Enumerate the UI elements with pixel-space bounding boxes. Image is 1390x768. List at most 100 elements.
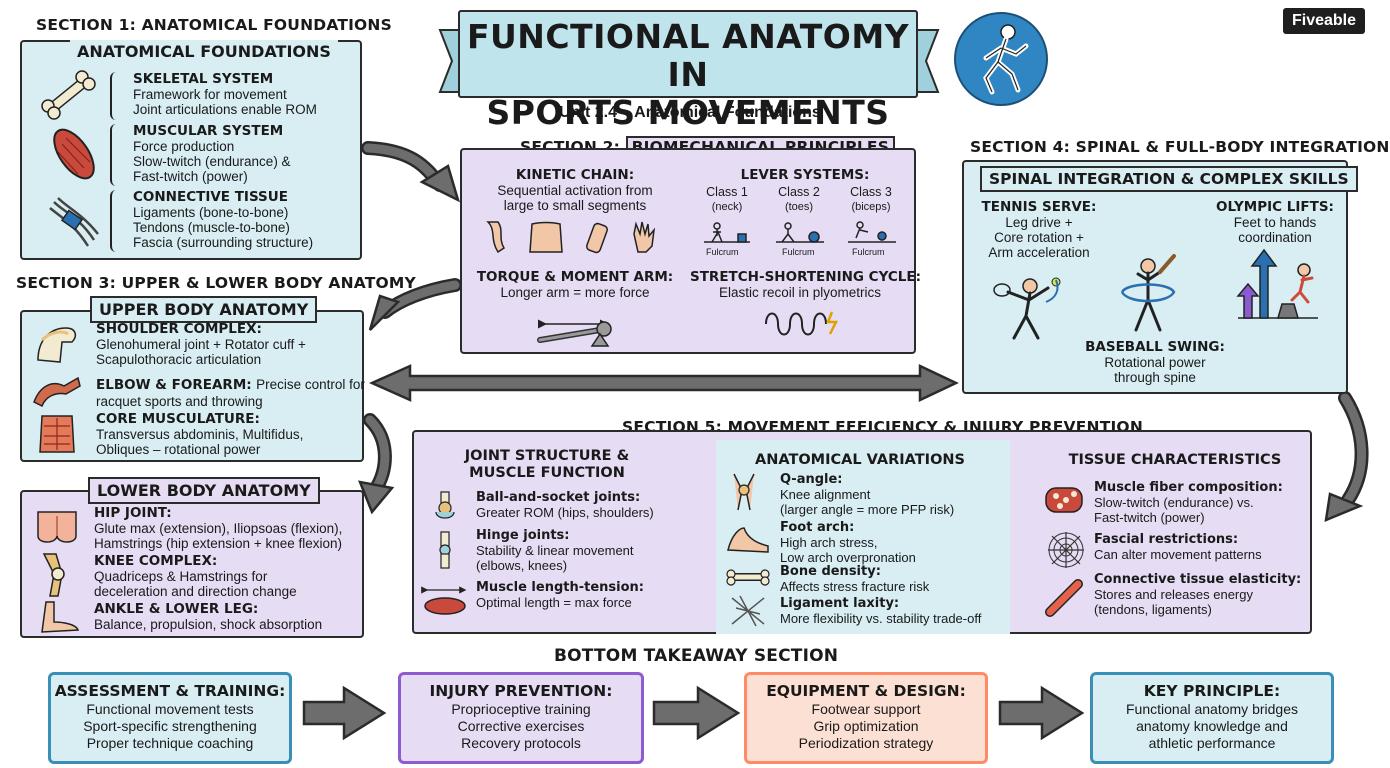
baseball-batter-icon bbox=[1120, 254, 1176, 332]
item-line: Scapulothoracic articulation bbox=[96, 352, 262, 367]
fiveable-logo: Fiveable bbox=[1283, 8, 1365, 34]
section-3-heading: SECTION 3: UPPER & LOWER BODY ANATOMY bbox=[16, 274, 416, 292]
brace-1 bbox=[110, 72, 120, 120]
box-line: athletic performance bbox=[1148, 735, 1276, 751]
item-title: Muscle fiber composition: bbox=[1094, 480, 1283, 495]
item-title: ELBOW & FOREARM: bbox=[96, 377, 252, 393]
assessment-training-box: ASSESSMENT & TRAINING: Functional moveme… bbox=[48, 672, 292, 764]
foot-arch-item: Foot arch: High arch stress, Low arch ov… bbox=[780, 520, 916, 565]
tissue-characteristics-heading: TISSUE CHARACTERISTICS bbox=[1050, 452, 1300, 469]
item-line: Quadriceps & Hamstrings for bbox=[94, 569, 268, 584]
box-line: Footwear support bbox=[811, 701, 921, 717]
brand-label: Fiveable bbox=[1291, 12, 1357, 29]
item-title: Connective tissue elasticity: bbox=[1094, 572, 1302, 587]
item-line: Leg drive + bbox=[1005, 215, 1073, 230]
item-line: Glenohumeral joint + Rotator cuff + bbox=[96, 337, 306, 352]
ankle-lower-leg-item: ANKLE & LOWER LEG: Balance, propulsion, … bbox=[94, 602, 323, 633]
item-line: Glute max (extension), Iliopsoas (flexio… bbox=[94, 521, 343, 536]
item-line: (tendons, ligaments) bbox=[1094, 602, 1212, 617]
box-line: Functional movement tests bbox=[86, 701, 254, 717]
muscle-fiber-item: Muscle fiber composition: Slow-twitch (e… bbox=[1094, 480, 1283, 525]
equipment-design-box: EQUIPMENT & DESIGN: Footwear support Gri… bbox=[744, 672, 988, 764]
box-line: Functional anatomy bridges bbox=[1126, 701, 1298, 717]
item-line: Slow-twitch (endurance) vs. bbox=[1094, 495, 1254, 510]
skeletal-system-item: SKELETAL SYSTEM Framework for movement J… bbox=[133, 71, 317, 118]
torque-item: TORQUE & MOMENT ARM: Longer arm = more f… bbox=[470, 269, 680, 301]
fiber-icon bbox=[1045, 487, 1083, 513]
lower-body-tag: LOWER BODY ANATOMY bbox=[88, 477, 320, 504]
box-line: Grip optimization bbox=[813, 718, 919, 734]
item-line: through spine bbox=[1114, 370, 1196, 385]
item-title: SKELETAL SYSTEM bbox=[133, 71, 274, 87]
item-title: Q-angle: bbox=[780, 472, 843, 487]
ligament-icon bbox=[731, 595, 765, 627]
fascia-icon bbox=[1048, 532, 1084, 568]
box-line: Corrective exercises bbox=[457, 718, 585, 734]
subtitle: Unit 2.4 – Anatomical Foundations bbox=[559, 104, 821, 121]
elbow-forearm-item: ELBOW & FOREARM: Precise control for rac… bbox=[96, 376, 365, 409]
tennis-player-icon bbox=[993, 277, 1061, 340]
item-line: Balance, propulsion, shock absorption bbox=[94, 617, 323, 632]
item-line: Rotational power bbox=[1104, 355, 1206, 370]
item-line: Joint articulations enable ROM bbox=[133, 102, 317, 117]
ball-socket-icon bbox=[435, 491, 455, 519]
item-inline: Precise control for bbox=[256, 377, 365, 392]
item-line: Fascia (surrounding structure) bbox=[133, 235, 314, 250]
title-line-2: SPORTS MOVEMENTS bbox=[486, 93, 890, 132]
section-4-tag: SPINAL INTEGRATION & COMPLEX SKILLS bbox=[980, 166, 1358, 192]
item-title: LEVER SYSTEMS: bbox=[740, 167, 870, 183]
item-title: Fascial restrictions: bbox=[1094, 532, 1239, 547]
injury-prevention-box: INJURY PREVENTION: Proprioceptive traini… bbox=[398, 672, 644, 764]
item-line: Stores and releases energy bbox=[1094, 587, 1253, 602]
fulcrum-label-3: Fulcrum bbox=[852, 247, 885, 257]
ssc-item: STRETCH-SHORTENING CYCLE: Elastic recoil… bbox=[690, 270, 921, 301]
item-line: coordination bbox=[1238, 230, 1312, 245]
anatomical-variations-heading: ANATOMICAL VARIATIONS bbox=[740, 452, 980, 469]
fulcrum-label-2: Fulcrum bbox=[782, 247, 815, 257]
item-line: More flexibility vs. stability trade-off bbox=[780, 611, 982, 626]
item-title: HIP JOINT: bbox=[94, 505, 172, 521]
muscular-system-item: MUSCULAR SYSTEM Force production Slow-tw… bbox=[133, 124, 291, 185]
shoulder-icon bbox=[37, 327, 77, 363]
item-line: Longer arm = more force bbox=[500, 285, 650, 300]
box-line: Sport-specific strengthening bbox=[83, 718, 257, 734]
hinge-joint-icon bbox=[439, 531, 451, 569]
brace-2 bbox=[110, 124, 120, 186]
q-angle-icon bbox=[733, 473, 755, 511]
bone-icon bbox=[41, 70, 96, 120]
item-title: SHOULDER COMPLEX: bbox=[96, 321, 262, 337]
tendon-icon bbox=[1045, 579, 1083, 617]
item-line: Elastic recoil in plyometrics bbox=[718, 285, 882, 300]
kinetic-chain-icon bbox=[486, 221, 656, 254]
lower-body-panel bbox=[20, 490, 364, 638]
item-title: Hinge joints: bbox=[476, 528, 570, 543]
item-line: racquet sports and throwing bbox=[96, 394, 263, 409]
item-line: Transversus abdominis, Multifidus, bbox=[96, 427, 304, 442]
hip-icon bbox=[37, 511, 77, 543]
box-line: Proper technique coaching bbox=[86, 735, 254, 751]
wrench-icon bbox=[537, 319, 612, 347]
tennis-serve-item: TENNIS SERVE: Leg drive + Core rotation … bbox=[972, 200, 1106, 261]
item-line: Fast-twitch (power) bbox=[1094, 510, 1205, 525]
item-line: Greater ROM (hips, shoulders) bbox=[476, 505, 654, 520]
item-title: TORQUE & MOMENT ARM: bbox=[476, 269, 674, 285]
foot-icon bbox=[41, 601, 80, 633]
box-title: INJURY PREVENTION: bbox=[429, 682, 613, 700]
item-line: High arch stress, bbox=[780, 535, 878, 550]
item-title: KINETIC CHAIN: bbox=[515, 167, 635, 183]
item-title: Bone density: bbox=[780, 564, 881, 579]
lever-class-name: Class 1 bbox=[706, 185, 748, 199]
item-title: CONNECTIVE TISSUE bbox=[133, 189, 288, 205]
ball-socket-item: Ball-and-socket joints: Greater ROM (hip… bbox=[476, 490, 654, 520]
item-line: Tendons (muscle-to-bone) bbox=[133, 220, 290, 235]
item-line: Obliques – rotational power bbox=[96, 442, 261, 457]
item-line: Framework for movement bbox=[133, 87, 287, 102]
joint-structure-heading: JOINT STRUCTURE & MUSCLE FUNCTION bbox=[430, 448, 664, 482]
item-line: Stability & linear movement bbox=[476, 543, 634, 558]
olympic-lifts-item: OLYMPIC LIFTS: Feet to hands coordinatio… bbox=[1210, 200, 1340, 246]
title-line-1: FUNCTIONAL ANATOMY IN bbox=[466, 17, 910, 94]
connective-tissue-icon bbox=[49, 197, 99, 247]
item-line: Force production bbox=[133, 139, 235, 154]
box-line: Proprioceptive training bbox=[451, 701, 591, 717]
